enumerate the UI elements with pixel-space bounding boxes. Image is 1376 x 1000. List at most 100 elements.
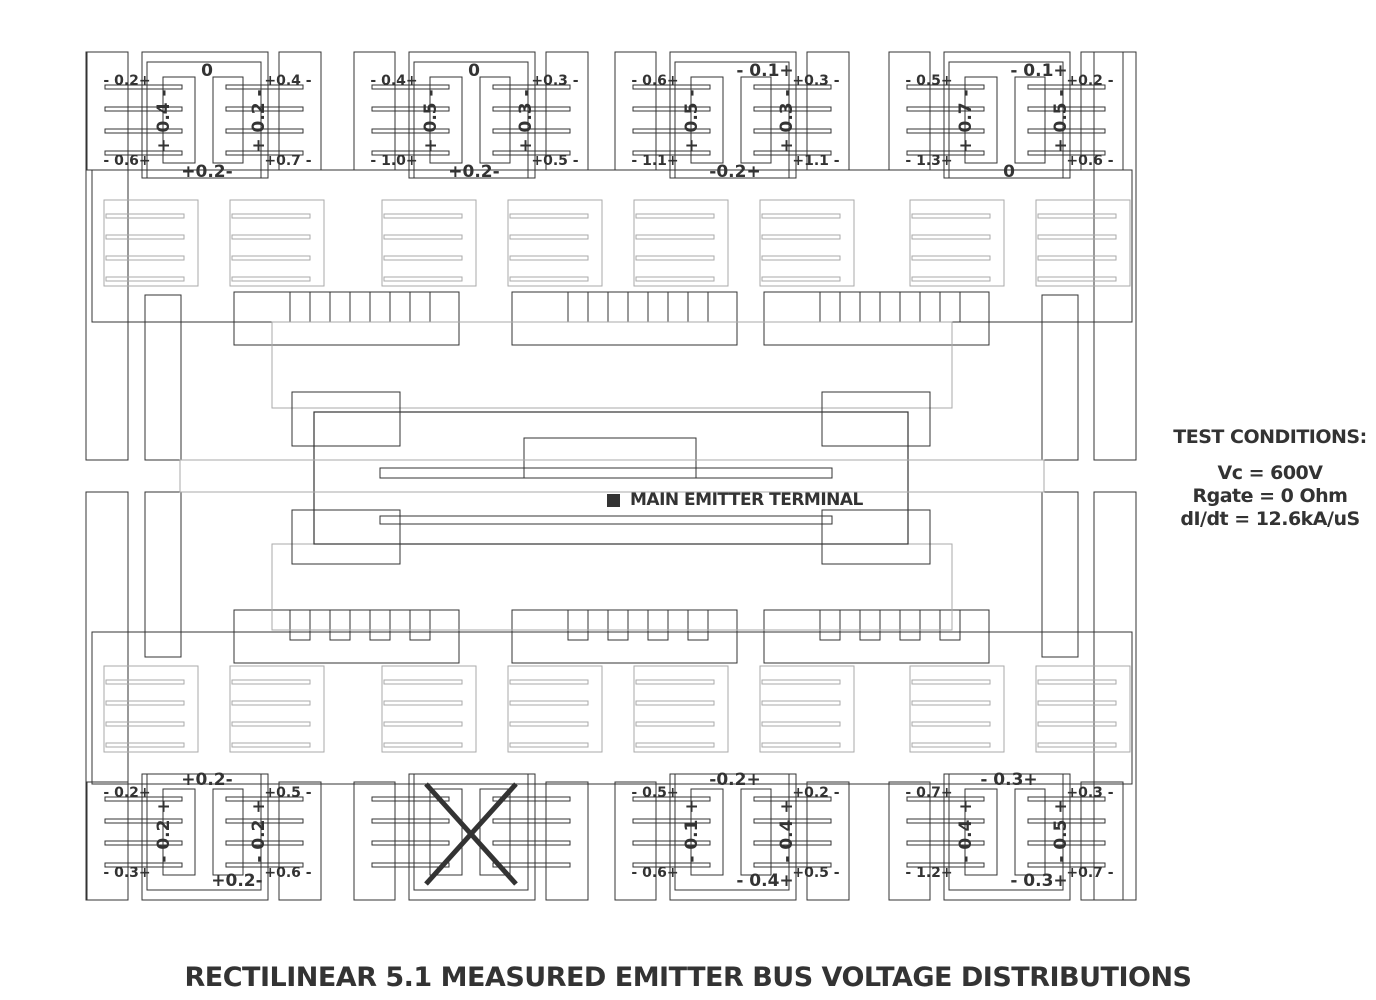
voltage-label-bottom-center: -0.2+ <box>709 162 760 182</box>
bond-wire <box>753 840 832 846</box>
gate-finger <box>761 276 841 282</box>
voltage-label-bottom-center: -0.2+ <box>709 770 760 790</box>
gate-finger <box>1037 234 1117 240</box>
gate-finger <box>105 742 185 748</box>
terminal-post-right-lower <box>821 509 931 565</box>
gate-finger <box>761 742 841 748</box>
gate-finger <box>635 721 715 727</box>
left-inner-column <box>144 294 182 461</box>
voltage-label-top-center: 0 <box>468 61 480 81</box>
voltage-label-vert-left: + 0.4 - <box>154 89 174 152</box>
chip-outline <box>103 199 199 287</box>
connector-notch <box>369 291 391 323</box>
gate-finger <box>105 679 185 685</box>
connector-notch <box>607 609 629 641</box>
gate-finger <box>1037 700 1117 706</box>
left-inner-column-lower <box>144 491 182 658</box>
voltage-label-bottom-right: +0.3 - <box>1066 785 1113 801</box>
connector-notch <box>939 291 961 323</box>
voltage-label-top-left: - 1.2+ <box>905 865 952 881</box>
voltage-label-vert-right: - 0.5 + <box>1051 799 1071 862</box>
bond-wire <box>1027 106 1106 112</box>
voltage-label-top-center: 0 <box>201 61 213 81</box>
bond-wire <box>1027 796 1106 802</box>
gate-finger <box>383 213 463 219</box>
voltage-label-bottom-left: - 0.2+ <box>103 785 150 801</box>
voltage-label-bottom-right: +0.5 - <box>264 785 311 801</box>
voltage-label-top-center: - 0.3+ <box>1010 871 1067 891</box>
inner-frame <box>146 61 262 179</box>
gate-finger <box>105 721 185 727</box>
right-u-strap <box>212 788 244 876</box>
bond-wire <box>225 150 304 156</box>
voltage-label-vert-right: - 0.2 + <box>249 799 269 862</box>
bond-wire <box>371 128 450 134</box>
top-module-2: - 0.4++0.3 -- 1.0++0.5 -0+0.2-+ 0.5 -+ 0… <box>353 51 589 182</box>
terminal-rail-lower <box>379 515 833 525</box>
right-inner-column-lower <box>1041 491 1079 658</box>
connector-notch <box>899 609 921 641</box>
bond-wire <box>225 840 304 846</box>
voltage-label-bottom-left: - 0.6+ <box>103 153 150 169</box>
gate-finger <box>509 234 589 240</box>
voltage-label-bottom-center: - 0.3+ <box>980 770 1037 790</box>
gate-finger <box>231 721 311 727</box>
bond-wire <box>492 862 571 868</box>
gate-finger <box>635 255 715 261</box>
gate-finger <box>911 255 991 261</box>
bond-wire <box>371 818 450 824</box>
gate-finger <box>761 700 841 706</box>
gate-finger <box>911 721 991 727</box>
gate-finger <box>635 234 715 240</box>
figure-title: RECTILINEAR 5.1 MEASURED EMITTER BUS VOL… <box>184 962 1193 993</box>
voltage-label-top-center: - 0.4+ <box>736 871 793 891</box>
top-module-4: - 0.5++0.2 -- 1.3++0.6 -- 0.1+0+ 0.7 -+ … <box>888 51 1124 182</box>
voltage-label-top-right: +0.3 - <box>531 73 578 89</box>
inner-faint-region-lower <box>271 543 953 631</box>
gate-finger <box>105 213 185 219</box>
connector-notch <box>567 291 589 323</box>
gate-finger <box>231 700 311 706</box>
gate-finger <box>509 213 589 219</box>
bond-wire <box>632 84 711 90</box>
connector-notch <box>647 609 669 641</box>
module-body <box>85 51 1137 901</box>
lower-substrate-band <box>91 631 1133 785</box>
bond-wire <box>632 840 711 846</box>
bond-wire <box>632 128 711 134</box>
bond-wire <box>371 150 450 156</box>
gate-finger <box>761 721 841 727</box>
voltage-label-vert-right: + 0.3 - <box>516 89 536 152</box>
test-condition-didt: dI/dt = 12.6kA/uS <box>1180 508 1360 530</box>
connector-block <box>763 609 990 664</box>
voltage-label-bottom-right: +0.2 - <box>792 785 839 801</box>
top-module-1: - 0.2++0.4 -- 0.6++0.7 -0+0.2-+ 0.4 -+ 0… <box>86 51 322 182</box>
gate-finger <box>911 213 991 219</box>
gate-finger <box>509 679 589 685</box>
chip-outline <box>759 665 855 753</box>
bond-wire <box>906 150 985 156</box>
chip-outline <box>633 199 729 287</box>
voltage-label-top-left: - 0.4+ <box>370 73 417 89</box>
chip-outline <box>633 665 729 753</box>
left-u-strap <box>964 76 998 164</box>
main-emitter-terminal-plate <box>313 411 909 545</box>
inner-frame <box>948 61 1064 179</box>
gate-finger <box>761 213 841 219</box>
bond-wire <box>753 818 832 824</box>
gate-finger <box>509 276 589 282</box>
connector-notch <box>369 609 391 641</box>
bond-wire <box>632 796 711 802</box>
bond-wire <box>753 796 832 802</box>
gate-finger <box>1037 742 1117 748</box>
chip-outline <box>507 199 603 287</box>
terminal-rail-upper <box>379 467 833 479</box>
test-condition-rgate: Rgate = 0 Ohm <box>1192 485 1348 507</box>
right-u-strap <box>740 788 772 876</box>
connector-notch <box>819 291 841 323</box>
upper-substrate-band <box>91 169 1133 323</box>
gate-finger <box>105 276 185 282</box>
connector-notch <box>409 291 431 323</box>
voltage-label-vert-left: - 0.4 + <box>956 799 976 862</box>
main-emitter-terminal: MAIN EMITTER TERMINAL <box>607 490 863 510</box>
